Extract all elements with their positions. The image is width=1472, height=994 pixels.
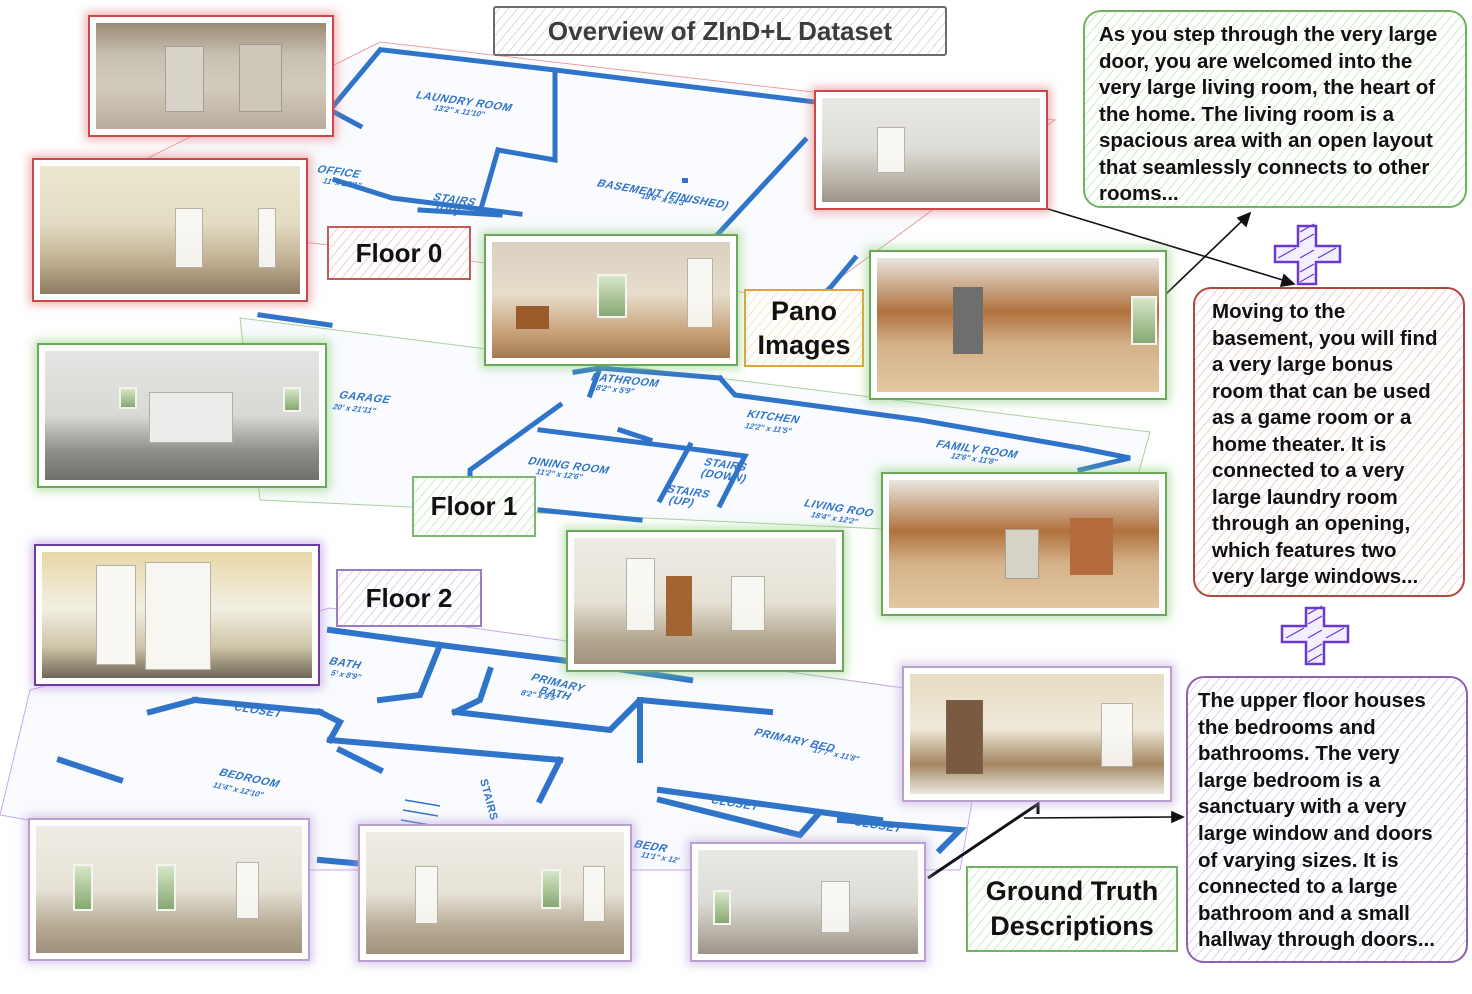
description-line: bathrooms. The very bbox=[1198, 742, 1400, 766]
description-line: room that can be used bbox=[1212, 379, 1431, 403]
description-line: very large windows... bbox=[1212, 565, 1419, 588]
description-line: the bedrooms and bbox=[1198, 715, 1376, 739]
description-line: connected to a very bbox=[1212, 459, 1405, 482]
description-line: The upper floor houses bbox=[1198, 689, 1426, 712]
panorama-photo bbox=[877, 258, 1159, 392]
panorama-image bbox=[28, 818, 310, 961]
diagram-title: Overview of ZInD+L Dataset bbox=[493, 6, 947, 56]
description-line: that seamlessly connects to other bbox=[1099, 155, 1430, 179]
panorama-image bbox=[814, 90, 1048, 210]
floor-2-label: Floor 2 bbox=[336, 569, 482, 627]
plan-label: BEDR bbox=[632, 839, 671, 855]
plan-label: BATH bbox=[327, 656, 364, 672]
arrowhead bbox=[1279, 273, 1296, 287]
description-line: hallway through doors... bbox=[1198, 928, 1435, 952]
pano-label-line2: Images bbox=[757, 330, 851, 360]
description-line: the home. The living room is a bbox=[1099, 102, 1395, 126]
description-line: as a game room or a bbox=[1212, 406, 1412, 429]
description-line: Moving to the bbox=[1212, 300, 1346, 323]
description-line: home theater. It is bbox=[1212, 432, 1387, 456]
description-line: of varying sizes. It is bbox=[1198, 848, 1399, 872]
connector-bracket bbox=[927, 801, 1040, 880]
panorama-photo bbox=[42, 552, 312, 678]
pano-label-line1: Pano bbox=[770, 296, 837, 326]
description-floor-1: Moving to the basement, you will find a ve… bbox=[1193, 287, 1465, 597]
panorama-image bbox=[869, 250, 1167, 400]
panorama-photo bbox=[574, 538, 836, 664]
panorama-photo bbox=[96, 23, 326, 129]
panorama-image bbox=[690, 842, 926, 962]
description-line: spacious area with an open layout bbox=[1099, 129, 1433, 152]
panorama-image bbox=[358, 824, 632, 962]
panorama-photo bbox=[366, 832, 624, 954]
panorama-image bbox=[881, 472, 1167, 616]
description-line: basement, you will find bbox=[1212, 326, 1438, 350]
panorama-image bbox=[902, 666, 1172, 802]
panorama-image bbox=[32, 158, 308, 302]
floor-0-label: Floor 0 bbox=[327, 226, 471, 280]
plan-label: (UP) bbox=[433, 203, 463, 217]
description-line: through an opening, bbox=[1212, 512, 1411, 535]
pano-images-label: Pano Images bbox=[744, 289, 864, 367]
description-line: door, you are welcomed into the bbox=[1099, 49, 1413, 73]
description-line: very large living room, the heart of bbox=[1099, 76, 1436, 99]
panorama-photo bbox=[822, 98, 1040, 202]
panorama-image bbox=[484, 234, 738, 366]
panorama-photo bbox=[698, 850, 918, 954]
ground-truth-label: Ground Truth Descriptions bbox=[966, 866, 1178, 952]
description-line: sanctuary with a very bbox=[1198, 795, 1407, 819]
plus-sign-icon bbox=[1273, 223, 1342, 286]
description-line: bathroom and a small bbox=[1198, 901, 1410, 925]
plus-sign-icon bbox=[1280, 605, 1350, 666]
gt-label-line2: Descriptions bbox=[990, 911, 1154, 941]
panorama-photo bbox=[889, 480, 1159, 608]
description-line: a very large bonus bbox=[1212, 353, 1394, 376]
description-line: large laundry room bbox=[1212, 485, 1398, 509]
panorama-photo bbox=[36, 826, 302, 953]
description-floor-0: As you step through the very large door, … bbox=[1083, 10, 1467, 208]
gt-label-line1: Ground Truth bbox=[985, 876, 1159, 906]
panorama-image bbox=[34, 544, 320, 686]
panorama-image bbox=[37, 343, 327, 488]
description-line: large bedroom is a bbox=[1198, 768, 1381, 792]
panorama-photo bbox=[40, 166, 300, 294]
description-line: rooms... bbox=[1099, 182, 1179, 205]
arrow-to-floor1-description bbox=[1047, 208, 1287, 282]
plan-label: GARAGE bbox=[337, 390, 393, 406]
description-line: which features two bbox=[1212, 538, 1397, 562]
description-line: As you step through the very large bbox=[1099, 23, 1438, 46]
plan-label: (UP) bbox=[667, 495, 697, 509]
panorama-photo bbox=[492, 242, 730, 358]
panorama-image bbox=[88, 15, 334, 137]
description-line: connected to a large bbox=[1198, 875, 1398, 899]
description-floor-2: The upper floor houses the bedrooms and ba… bbox=[1186, 676, 1468, 963]
panorama-photo bbox=[910, 674, 1164, 794]
description-line: large window and doors bbox=[1198, 821, 1433, 845]
panorama-photo bbox=[45, 351, 319, 480]
arrow-to-floor0-description bbox=[1165, 219, 1244, 295]
plan-label: 8'2" x 5'9" bbox=[594, 384, 636, 396]
floor-1-label: Floor 1 bbox=[412, 476, 536, 537]
arrow-to-floor2-description bbox=[1023, 816, 1174, 819]
arrowhead bbox=[1236, 211, 1252, 228]
arrowhead bbox=[1171, 810, 1185, 824]
panorama-image bbox=[566, 530, 844, 672]
